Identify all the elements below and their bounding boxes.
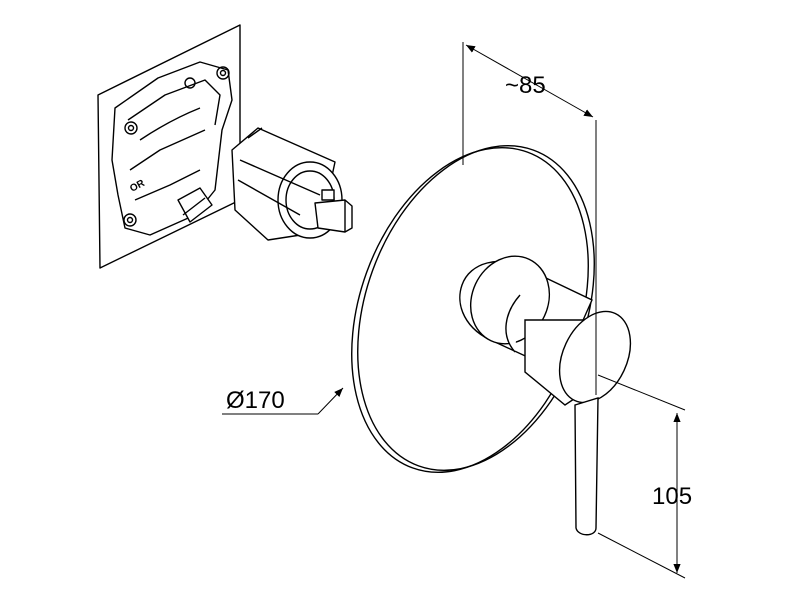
screw-hole [124, 121, 138, 135]
dimension-depth-label: ~85 [505, 72, 546, 99]
lever-handle [459, 255, 632, 536]
screw-hole [216, 66, 230, 80]
lever-cap [558, 310, 632, 404]
dimension-depth [462, 42, 597, 395]
screw-hole [123, 213, 137, 227]
dimension-diameter [222, 387, 344, 415]
lever-arm [574, 397, 599, 536]
concealed-valve-body [97, 24, 353, 269]
screw-hole [184, 77, 196, 89]
spindle [314, 199, 353, 233]
dimension-lever-height-label: 105 [652, 483, 692, 510]
dimension-lever-height [597, 374, 686, 579]
dimension-diameter-label: Ø170 [226, 387, 285, 414]
